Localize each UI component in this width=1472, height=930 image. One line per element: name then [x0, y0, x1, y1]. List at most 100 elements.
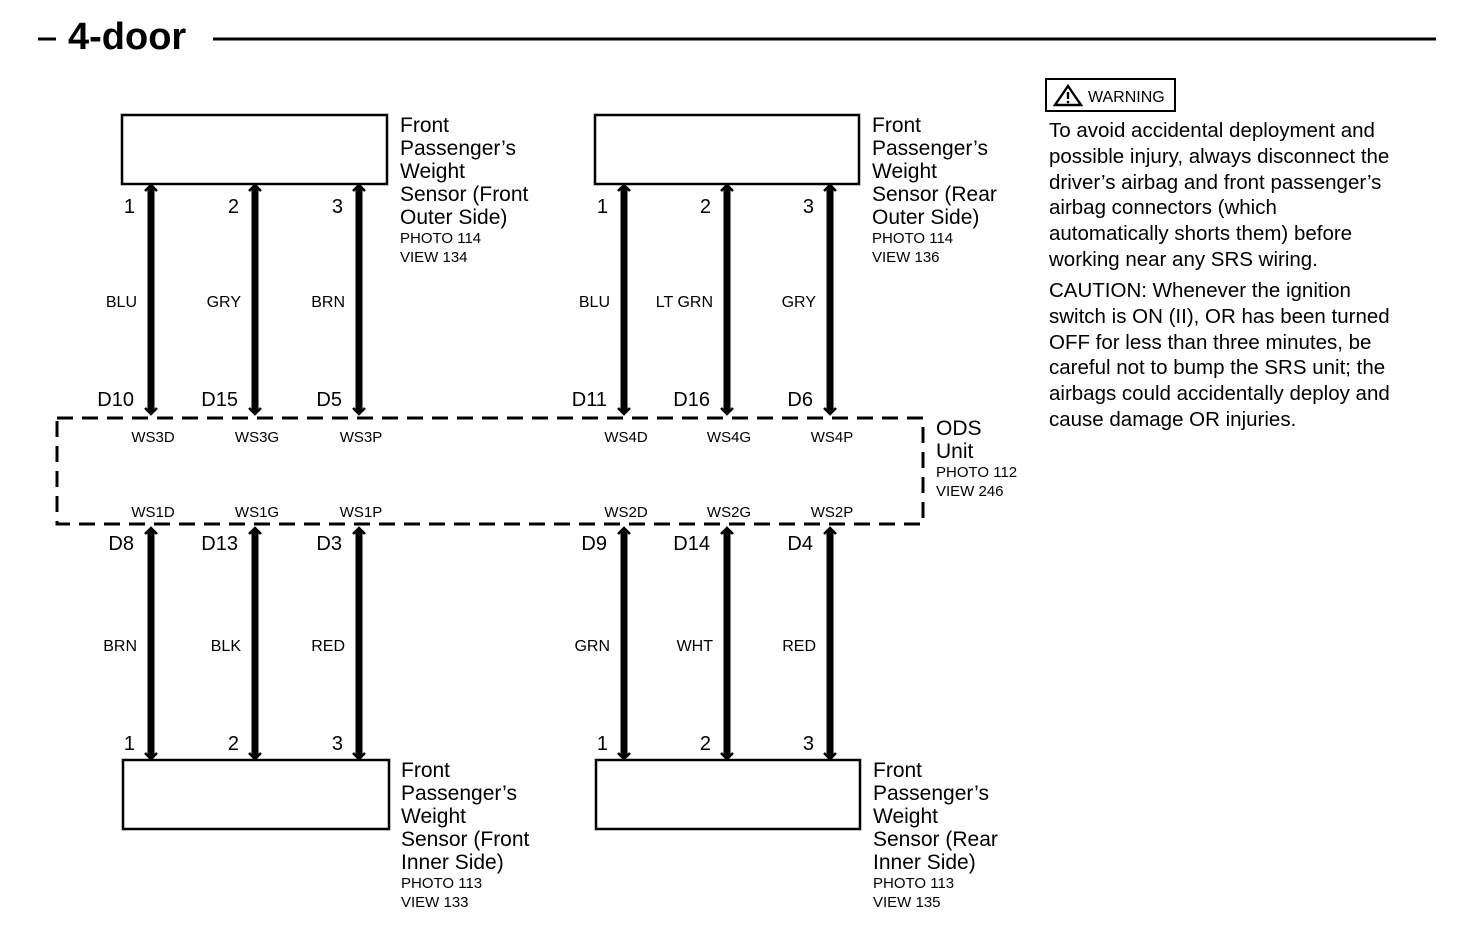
connector-id: D3 [316, 533, 342, 555]
wire-color-label: GRN [574, 638, 610, 655]
caution-line: CAUTION: Whenever the ignition [1049, 279, 1351, 302]
pin-number: 2 [700, 196, 711, 218]
sensor-name-line: Passenger’s [400, 137, 516, 160]
wire-terminal-chevron [352, 407, 366, 416]
view-ref: VIEW 246 [936, 483, 1004, 500]
pin-number: 1 [124, 196, 135, 218]
photo-ref: PHOTO 112 [936, 464, 1017, 481]
connector-id: D5 [316, 389, 342, 411]
wires-layer: 1BLUD10WS3D2GRYD15WS3G3BRND5WS3P1BLUD11W… [97, 183, 854, 761]
sensor-name-line: Passenger’s [401, 782, 517, 805]
wire-terminal-chevron [720, 183, 734, 192]
wire-terminal-chevron [823, 183, 837, 192]
wire-color-label: WHT [677, 638, 714, 655]
ods-terminal-name: WS3D [131, 429, 175, 446]
sensor-name-line: Sensor (Rear [873, 828, 998, 851]
wire-color-label: BLU [579, 294, 610, 311]
sensor-box-rear-outer [593, 113, 861, 186]
wire-color-label: BRN [103, 638, 137, 655]
wire-terminal-chevron [720, 407, 734, 416]
pin-number: 1 [597, 196, 608, 218]
ods-name-line: ODS [936, 417, 982, 440]
wire-color-label: LT GRN [656, 294, 713, 311]
connector-id: D10 [97, 389, 134, 411]
sensor-name-line: Front [872, 114, 921, 137]
warning-line: working near any SRS wiring. [1048, 248, 1318, 271]
sensor-box-front-outer [120, 113, 389, 186]
ods-name-line: Unit [936, 440, 974, 463]
caution-line: careful not to bump the SRS unit; the [1049, 356, 1385, 379]
wire-terminal-chevron [617, 752, 631, 761]
sensor-name-line: Front [400, 114, 449, 137]
sensor-name-line: Weight [401, 805, 466, 828]
sensor-label-rear-inner: Front Passenger’s Weight Sensor (Rear In… [873, 759, 998, 911]
wire-color-label: RED [782, 638, 816, 655]
photo-ref: PHOTO 113 [401, 875, 482, 892]
title-bar: 4-door [38, 16, 1436, 58]
ods-terminal-name: WS4D [604, 429, 648, 446]
sensor-name-line: Sensor (Rear [872, 183, 997, 206]
warning-line: airbag connectors (which [1049, 196, 1277, 219]
sensor-name-line: Weight [872, 160, 937, 183]
page-title: 4-door [68, 16, 186, 58]
warning-triangle-icon [1052, 83, 1084, 107]
ods-terminal-name: WS1P [340, 504, 383, 521]
wire-terminal-chevron [617, 526, 631, 535]
wire-terminal-chevron [617, 407, 631, 416]
pin-number: 3 [803, 196, 814, 218]
wire-terminal-chevron [144, 183, 158, 192]
sensor-label-rear-outer: Front Passenger’s Weight Sensor (Rear Ou… [872, 114, 997, 266]
pin-number: 2 [228, 196, 239, 218]
wire-terminal-chevron [248, 526, 262, 535]
sensor-name-line: Outer Side) [872, 206, 979, 229]
sensor-name-line: Sensor (Front [401, 828, 530, 851]
wire-color-label: BLU [106, 294, 137, 311]
warning-line: driver’s airbag and front passenger’s [1049, 171, 1381, 194]
wire-terminal-chevron [720, 752, 734, 761]
sensor-label-front-inner: Front Passenger’s Weight Sensor (Front I… [401, 759, 530, 911]
warning-line: automatically shorts them) before [1049, 222, 1352, 245]
pin-number: 1 [597, 733, 608, 755]
connector-id: D13 [201, 533, 238, 555]
ods-unit-box [55, 416, 925, 526]
ods-terminal-name: WS4P [811, 429, 854, 446]
connector-id: D6 [787, 389, 813, 411]
ods-terminal-name: WS1D [131, 504, 175, 521]
sensor-name-line: Passenger’s [872, 137, 988, 160]
ods-terminal-name: WS3G [235, 429, 279, 446]
warning-line: possible injury, always disconnect the [1049, 145, 1389, 168]
wire-color-label: GRY [207, 294, 242, 311]
sensor-name-line: Passenger’s [873, 782, 989, 805]
caution-line: airbags could accidentally deploy and [1049, 382, 1390, 405]
wire-terminal-chevron [823, 407, 837, 416]
sensor-box-rear-inner [594, 758, 862, 831]
sensor-name-line: Inner Side) [873, 851, 976, 874]
view-ref: VIEW 135 [873, 894, 941, 911]
wire-color-label: GRY [782, 294, 817, 311]
wire-terminal-chevron [144, 407, 158, 416]
sensor-name-line: Inner Side) [401, 851, 504, 874]
ods-terminal-name: WS2P [811, 504, 854, 521]
wire-terminal-chevron [144, 526, 158, 535]
warning-line: To avoid accidental deployment and [1049, 119, 1375, 142]
warning-badge-box [1045, 78, 1176, 112]
sensor-name-line: Outer Side) [400, 206, 507, 229]
wire-terminal-chevron [617, 183, 631, 192]
wire-terminal-chevron [248, 752, 262, 761]
connector-id: D4 [787, 533, 813, 555]
connector-id: D15 [201, 389, 238, 411]
sensor-name-line: Front [873, 759, 922, 782]
sensor-box-front-inner [121, 758, 391, 831]
ods-terminal-name: WS2G [707, 504, 751, 521]
wire-terminal-chevron [720, 526, 734, 535]
view-ref: VIEW 133 [401, 894, 469, 911]
ods-terminal-name: WS2D [604, 504, 648, 521]
wire-color-label: RED [311, 638, 345, 655]
photo-ref: PHOTO 113 [873, 875, 954, 892]
pin-number: 3 [803, 733, 814, 755]
sensor-label-front-outer: Front Passenger’s Weight Sensor (Front O… [400, 114, 529, 266]
connector-id: D8 [108, 533, 134, 555]
wire-terminal-chevron [823, 526, 837, 535]
connector-id: D16 [673, 389, 710, 411]
pin-number: 1 [124, 733, 135, 755]
